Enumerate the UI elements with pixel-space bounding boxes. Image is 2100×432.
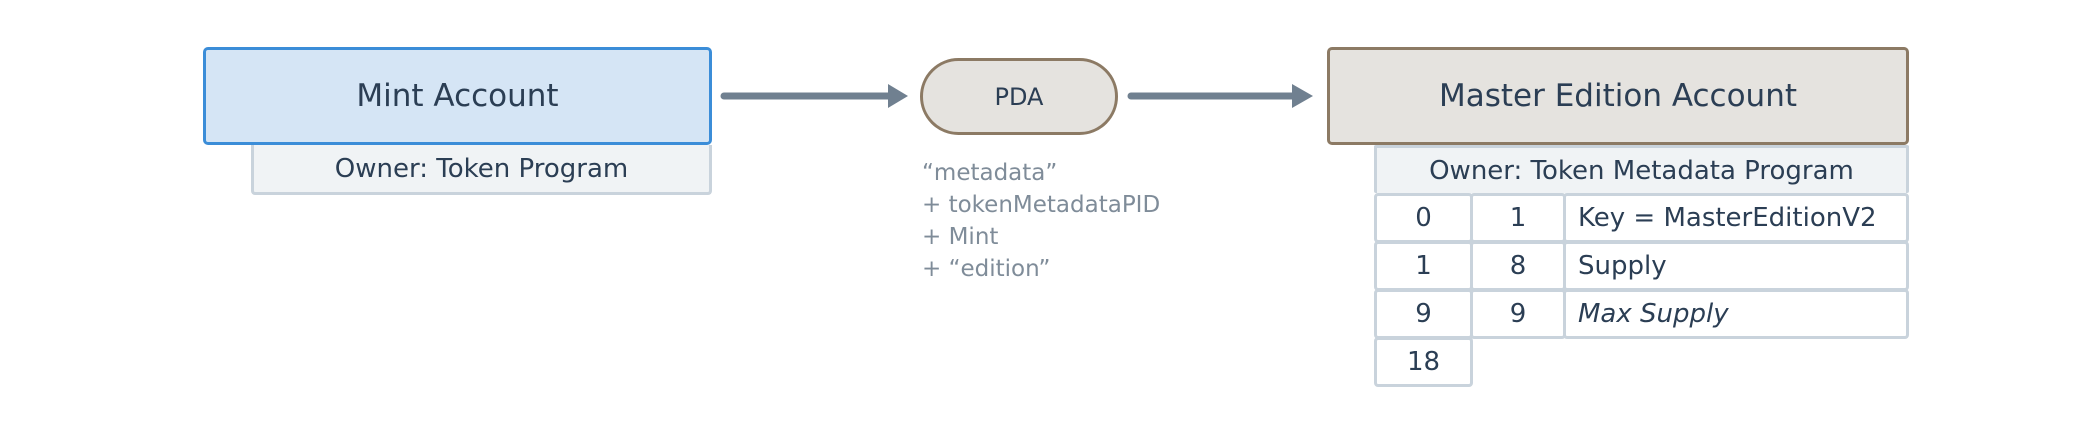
field-name: Supply [1578, 251, 1667, 281]
field-offset-cell: 1 [1374, 241, 1473, 291]
field-size-cell: 8 [1470, 241, 1566, 291]
master-edition-account-title: Master Edition Account [1439, 78, 1797, 114]
arrow-pda-to-master-edition [1127, 84, 1313, 108]
master-edition-account-owner: Owner: Token Metadata Program [1374, 145, 1909, 193]
field-offset: 9 [1415, 299, 1432, 329]
field-offset-cell: 0 [1374, 193, 1473, 243]
arrow-mint-to-pda [720, 84, 908, 108]
pda-node: PDA [920, 58, 1118, 135]
field-name: Key = MasterEditionV2 [1578, 203, 1877, 233]
field-offset: 1 [1415, 251, 1432, 281]
field-name-cell: Key = MasterEditionV2 [1563, 193, 1909, 243]
end-offset-cell: 18 [1374, 337, 1473, 387]
master-edition-account-box: Master Edition Account [1327, 47, 1909, 145]
pda-label: PDA [994, 82, 1044, 111]
field-size: 9 [1509, 299, 1527, 329]
pda-seed: “metadata” [922, 160, 1058, 186]
end-offset: 18 [1406, 347, 1441, 377]
field-size-cell: 1 [1470, 193, 1566, 243]
pda-seed: + Mint [922, 224, 999, 250]
field-offset: 0 [1415, 203, 1432, 233]
mint-account-title: Mint Account [356, 78, 559, 114]
field-size: 1 [1509, 203, 1527, 233]
master-edition-account-owner-label: Owner: Token Metadata Program [1429, 155, 1854, 186]
mint-account-owner-label: Owner: Token Program [334, 153, 629, 184]
field-offset-cell: 9 [1374, 289, 1473, 339]
pda-seed: + “edition” [922, 256, 1051, 282]
pda-seed: + tokenMetadataPID [922, 192, 1161, 218]
field-name: Max Supply [1578, 299, 1729, 329]
mint-account-owner: Owner: Token Program [251, 145, 712, 195]
field-name-cell: Supply [1563, 241, 1909, 291]
field-name-cell: Max Supply [1563, 289, 1909, 339]
pda-seeds: “metadata” + tokenMetadataPID + Mint + “… [922, 157, 1160, 285]
field-size-cell: 9 [1470, 289, 1566, 339]
mint-account-box: Mint Account [203, 47, 712, 145]
field-size: 8 [1509, 251, 1527, 281]
